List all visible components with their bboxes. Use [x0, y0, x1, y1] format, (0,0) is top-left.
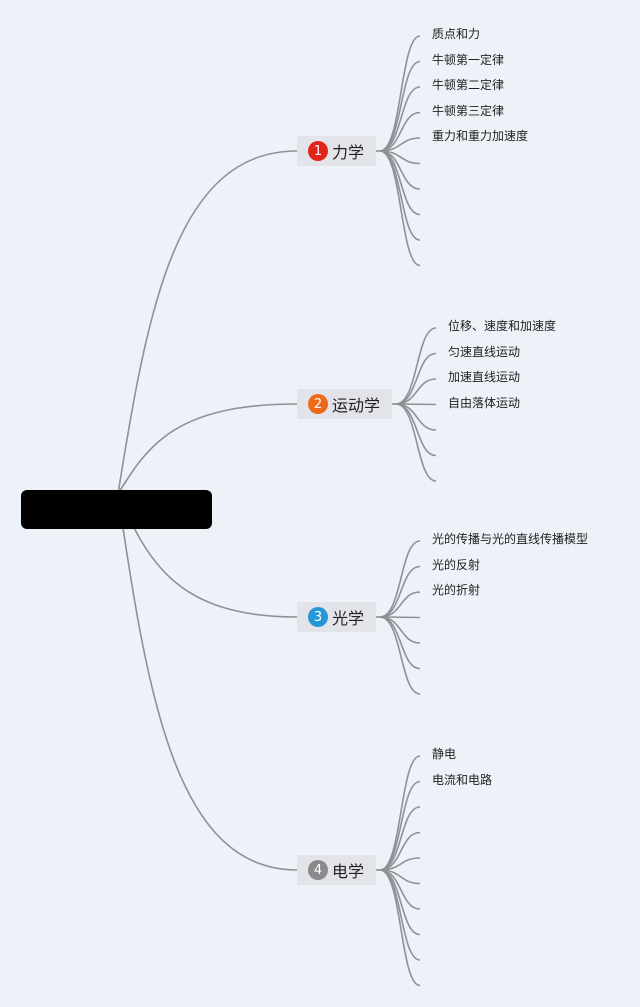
- number-badge-4: 4: [308, 860, 328, 880]
- number-badge-1: 1: [308, 141, 328, 161]
- leaf-line: [379, 60, 421, 152]
- leaf-topic[interactable]: 光的反射: [432, 557, 481, 572]
- leaf-topic[interactable]: 质点和力: [432, 27, 481, 41]
- topic-optics[interactable]: 3 光学: [297, 602, 376, 632]
- branch-line: [117, 493, 298, 871]
- leaf-line: [379, 616, 421, 695]
- leaf-line: [379, 150, 421, 267]
- branch-line: [117, 403, 298, 495]
- branch-line: [117, 150, 298, 495]
- leaf-line: [379, 565, 421, 618]
- topic-label: 光学: [332, 609, 365, 628]
- leaf-line: [379, 755, 421, 871]
- leaf-topic[interactable]: 自由落体运动: [448, 395, 521, 410]
- leaf-line: [379, 540, 421, 618]
- leaf-line: [379, 35, 421, 152]
- leaf-topic[interactable]: 重力和重力加速度: [432, 129, 529, 143]
- topic-kinematics[interactable]: 2 运动学: [297, 389, 392, 419]
- leaf-topic[interactable]: 牛顿第二定律: [432, 78, 505, 92]
- leaf-topic[interactable]: 位移、速度和加速度: [448, 319, 557, 333]
- leaf-topic[interactable]: 加速直线运动: [448, 370, 521, 384]
- root-node[interactable]: [21, 490, 212, 529]
- topic-label: 力学: [332, 143, 365, 162]
- leaf-line: [379, 780, 421, 871]
- leaf-topic[interactable]: 光的折射: [432, 583, 481, 597]
- leaf-line: [379, 869, 421, 987]
- leaf-topic[interactable]: 匀速直线运动: [448, 344, 521, 359]
- leaf-line: [395, 403, 437, 482]
- topic-electricity[interactable]: 4 电学: [297, 855, 376, 885]
- leaf-line: [379, 86, 421, 152]
- leaf-line: [379, 150, 421, 241]
- leaf-line: [395, 352, 437, 405]
- leaf-line: [395, 327, 437, 405]
- leaf-topic[interactable]: 静电: [432, 747, 457, 761]
- leaf-topic[interactable]: 牛顿第一定律: [432, 52, 505, 67]
- leaf-topic[interactable]: 牛顿第三定律: [432, 103, 505, 118]
- leaf-line: [379, 806, 421, 871]
- number-badge-2: 2: [308, 394, 328, 414]
- leaf-topic[interactable]: 光的传播与光的直线传播模型: [432, 532, 589, 546]
- leaf-topic[interactable]: 电流和电路: [432, 772, 493, 787]
- topic-label: 运动学: [332, 396, 381, 415]
- topic-mechanics[interactable]: 1 力学: [297, 136, 376, 166]
- topic-label: 电学: [332, 862, 365, 881]
- number-badge-3: 3: [308, 607, 328, 627]
